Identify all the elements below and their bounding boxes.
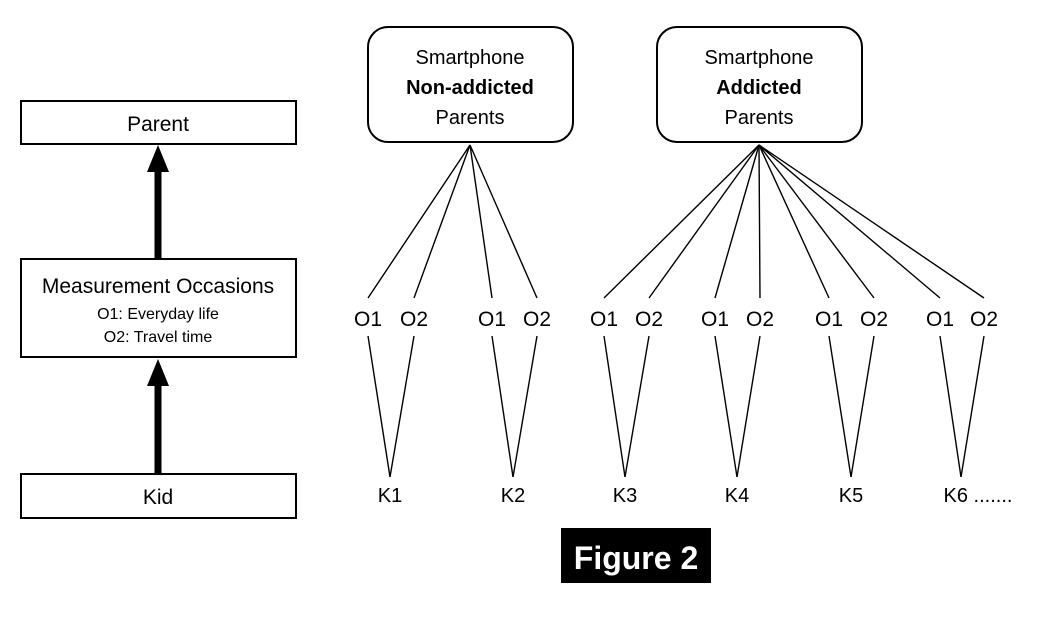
kid-connector-line <box>603 335 626 478</box>
kid-label-k4: K4 <box>725 485 749 507</box>
occasion-label-k5-o1: O1 <box>815 308 843 331</box>
arrow-shaft <box>154 168 162 259</box>
kid-connector-line <box>736 335 761 478</box>
occasion-label-k2-o2: O2 <box>523 308 551 331</box>
occasion-label-k3-o1: O1 <box>590 308 618 331</box>
measurement-occasions-title: Measurement Occasions <box>42 275 274 298</box>
kid-label-k5: K5 <box>839 485 863 507</box>
non-addicted-line-1: Smartphone <box>416 47 525 69</box>
fan-line <box>758 144 761 299</box>
kid-label-k1: K1 <box>378 485 402 507</box>
left-hierarchy-panel: Parent Measurement Occasions O1: Everyda… <box>20 100 297 519</box>
measurement-occasions-subline-2: O2: Travel time <box>104 329 213 346</box>
addicted-fan-lines <box>603 144 985 299</box>
fan-line <box>648 144 760 299</box>
fan-line <box>413 144 471 299</box>
kid-connector-line <box>828 335 852 478</box>
kid-box-label: Kid <box>143 486 173 509</box>
occasion-label-k5-o2: O2 <box>860 308 888 331</box>
group-addicted: Smartphone Addicted Parents O1 O2 <box>590 26 1013 507</box>
kid-connector-line <box>960 335 985 478</box>
fan-line <box>758 144 875 299</box>
fan-line <box>603 144 760 299</box>
measurement-occasions-box-outline <box>20 258 297 358</box>
fan-line <box>758 144 830 299</box>
arrow-kid-to-occasions <box>147 359 169 474</box>
kid-label-k2: K2 <box>501 485 525 507</box>
parent-box-outline <box>20 100 297 145</box>
parent-box-label: Parent <box>127 113 189 136</box>
kid-label-k6: K6 ....... <box>944 485 1013 507</box>
kid-connector-line <box>367 335 391 478</box>
occasion-label-k2-o1: O1 <box>478 308 506 331</box>
addicted-line-1: Smartphone <box>705 47 814 69</box>
occasion-label-k6-o1: O1 <box>926 308 954 331</box>
fan-line <box>758 144 941 299</box>
non-addicted-fan-lines <box>367 144 538 299</box>
non-addicted-line-2: Non-addicted <box>406 77 534 99</box>
level-box-parent: Parent <box>20 100 297 145</box>
addicted-box-outline <box>656 26 863 143</box>
occasion-label-k4-o1: O1 <box>701 308 729 331</box>
level-box-measurement-occasions: Measurement Occasions O1: Everyday life … <box>20 258 297 358</box>
measurement-occasions-subline-1: O1: Everyday life <box>97 306 219 323</box>
addicted-kid-connectors <box>603 335 985 478</box>
fan-line <box>469 144 538 299</box>
occasion-label-k4-o2: O2 <box>746 308 774 331</box>
arrow-occasions-to-parent <box>147 145 169 259</box>
kid-label-k3: K3 <box>613 485 637 507</box>
addicted-line-3: Parents <box>725 107 794 129</box>
occasion-label-k1-o2: O2 <box>400 308 428 331</box>
kid-box-outline <box>20 473 297 519</box>
non-addicted-kid-connectors <box>367 335 538 478</box>
arrow-head-up <box>147 359 169 386</box>
fan-line <box>469 144 493 299</box>
non-addicted-line-3: Parents <box>436 107 505 129</box>
figure-caption-background <box>561 528 711 583</box>
level-box-kid: Kid <box>20 473 297 519</box>
occasion-label-k3-o2: O2 <box>635 308 663 331</box>
addicted-line-2: Addicted <box>716 77 802 99</box>
fan-line <box>714 144 760 299</box>
arrow-head-up <box>147 145 169 172</box>
group-non-addicted: Smartphone Non-addicted Parents O1 O2 O1… <box>354 26 574 507</box>
fan-line <box>367 144 471 299</box>
figure-caption-label: Figure 2 <box>574 540 698 576</box>
kid-connector-line <box>714 335 738 478</box>
arrow-shaft <box>154 382 162 474</box>
kid-connector-line <box>389 335 415 478</box>
occasion-label-k6-o2: O2 <box>970 308 998 331</box>
non-addicted-box-outline <box>367 26 574 143</box>
kid-connector-line <box>512 335 538 478</box>
occasion-label-k1-o1: O1 <box>354 308 382 331</box>
fan-line <box>758 144 985 299</box>
right-groups-panel: Smartphone Non-addicted Parents O1 O2 O1… <box>354 26 1013 507</box>
kid-connector-line <box>624 335 650 478</box>
kid-connector-line <box>850 335 875 478</box>
kid-connector-line <box>491 335 514 478</box>
kid-connector-line <box>939 335 962 478</box>
figure-caption: Figure 2 <box>561 528 711 583</box>
